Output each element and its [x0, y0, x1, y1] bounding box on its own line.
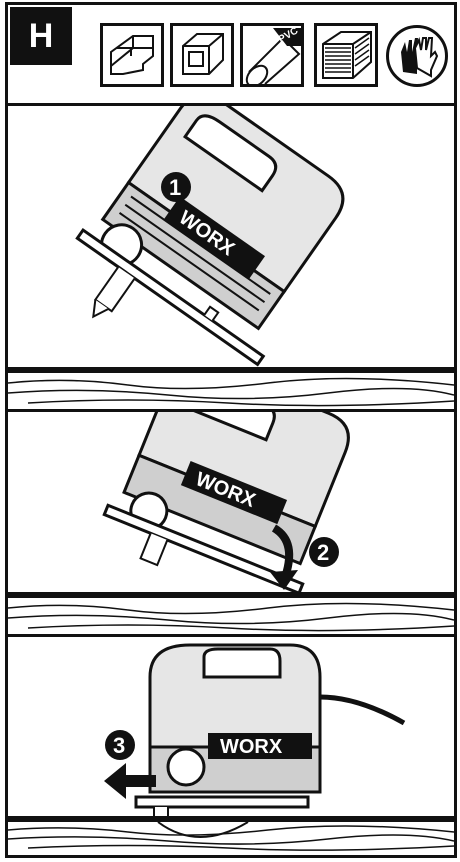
worx-logo-3: WORX: [220, 736, 283, 758]
step-2-panel: WORX 2: [8, 412, 454, 595]
wood-board-2: [8, 595, 454, 637]
header-row: H PVC: [8, 5, 454, 106]
pvc-pipe-icon: PVC: [240, 23, 304, 87]
jigsaw-tilted: WORX: [46, 106, 370, 370]
step-3-panel: WORX 3: [8, 637, 454, 819]
square-tube-icon: [170, 23, 234, 87]
step-1-number: 1: [169, 175, 181, 200]
step-2-number: 2: [317, 540, 329, 565]
step-1-panel: WORX 1: [8, 106, 454, 370]
left-arrow: [104, 763, 156, 799]
step-3-number: 3: [113, 733, 125, 758]
wood-board-1: [8, 370, 454, 412]
figure-frame: H PVC: [5, 2, 457, 858]
wood-board-3: [8, 819, 454, 855]
gloves-icon: [386, 25, 448, 87]
aluminum-profile-icon: [100, 23, 164, 87]
section-letter: H: [10, 7, 72, 65]
wood-plank-icon: [314, 23, 378, 87]
